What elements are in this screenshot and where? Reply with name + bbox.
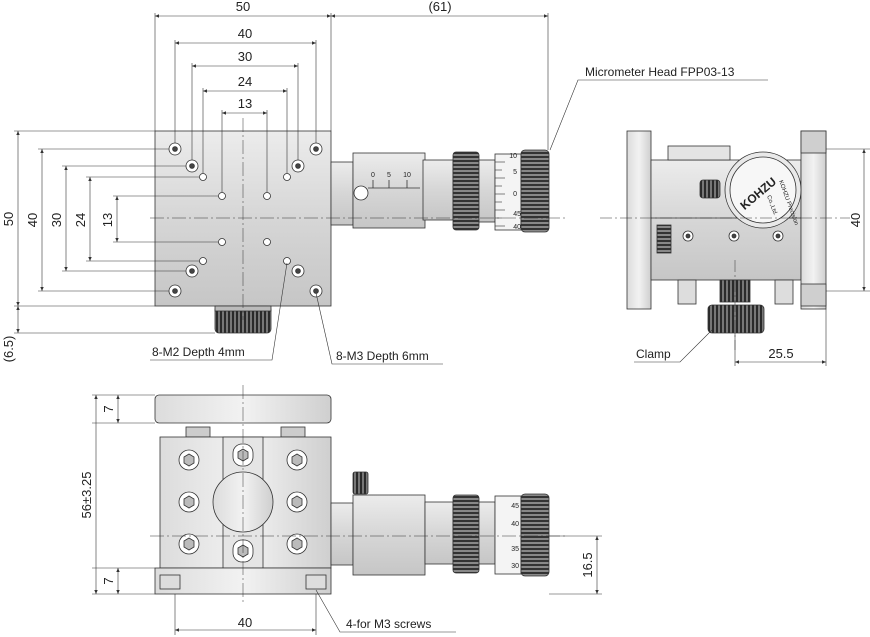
micrometer-head-callout: Micrometer Head FPP03-13 xyxy=(585,65,735,79)
side-micrometer-stub xyxy=(656,224,672,254)
dim-front-width-40: 40 xyxy=(238,615,252,630)
dim-micrometer-offset: (61) xyxy=(428,0,451,14)
m2-holes-callout: 8-M2 Depth 4mm xyxy=(152,345,245,359)
dim-width-50: 50 xyxy=(236,0,250,14)
dim-clamp-25-5: 25.5 xyxy=(768,346,793,361)
dim-width-30: 30 xyxy=(238,49,252,64)
front-view xyxy=(150,385,565,605)
front-micrometer-thimble xyxy=(520,493,550,577)
front-drum-scale-label: 35 xyxy=(511,546,519,553)
dim-side-height-40: 40 xyxy=(848,213,863,227)
side-view xyxy=(600,130,850,350)
front-drum-scale-label: 30 xyxy=(511,563,519,570)
sleeve-scale-label: 0 xyxy=(371,172,375,179)
top-view-labels: 50 (61) 40 30 24 13 50 (6.5) 40 30 24 13… xyxy=(1,0,735,363)
drum-scale-label: 10 xyxy=(509,153,517,160)
dim-width-13: 13 xyxy=(238,96,252,111)
front-view-labels: 7 56±3.25 7 40 16.5 45 40 35 30 4-for M3… xyxy=(79,405,595,631)
side-left-plate xyxy=(626,130,652,310)
micrometer-knurl xyxy=(452,151,480,231)
dim-height-56: 56±3.25 xyxy=(79,472,94,519)
dim-top-plate-7: 7 xyxy=(101,405,116,412)
drum-scale-label: 45 xyxy=(513,211,521,218)
dim-clamp-offset: (6.5) xyxy=(1,336,16,363)
sleeve-scale-label: 5 xyxy=(387,172,391,179)
lock-screw-top xyxy=(353,185,369,201)
side-right-plate xyxy=(800,130,827,310)
micrometer-thimble xyxy=(520,149,550,233)
dim-height-30: 30 xyxy=(49,213,64,227)
front-micrometer-sleeve xyxy=(352,494,426,576)
sleeve-scale-label: 10 xyxy=(403,172,411,179)
front-micrometer-mount xyxy=(330,502,354,566)
front-micrometer-knurl xyxy=(452,494,480,574)
dim-height-24: 24 xyxy=(73,213,88,227)
side-clamp-knob xyxy=(707,304,765,334)
front-micrometer-drum xyxy=(494,495,522,575)
drum-scale-label: 40 xyxy=(513,224,521,231)
clamp-callout: Clamp xyxy=(636,347,671,361)
dim-height-40: 40 xyxy=(25,213,40,227)
dim-height-13: 13 xyxy=(100,213,115,227)
front-drum-scale-label: 45 xyxy=(511,503,519,510)
side-view-dimensions xyxy=(634,148,870,366)
top-view-dimensions xyxy=(14,13,768,365)
front-view-dimensions xyxy=(92,394,602,635)
top-view xyxy=(150,118,565,334)
dim-center-height: 16.5 xyxy=(580,552,595,577)
dim-base-7: 7 xyxy=(101,577,116,584)
screws-callout: 4-for M3 screws xyxy=(346,617,431,631)
drum-scale-label: 0 xyxy=(513,191,517,198)
front-drum-scale-label: 40 xyxy=(511,521,519,528)
micrometer-mount xyxy=(330,161,354,226)
micrometer-drum xyxy=(494,153,522,231)
dim-width-40: 40 xyxy=(238,26,252,41)
dim-height-50: 50 xyxy=(1,212,16,226)
m3-holes-callout: 8-M3 Depth 6mm xyxy=(336,349,429,363)
dim-width-24: 24 xyxy=(238,74,252,89)
drum-scale-label: 5 xyxy=(513,169,517,176)
